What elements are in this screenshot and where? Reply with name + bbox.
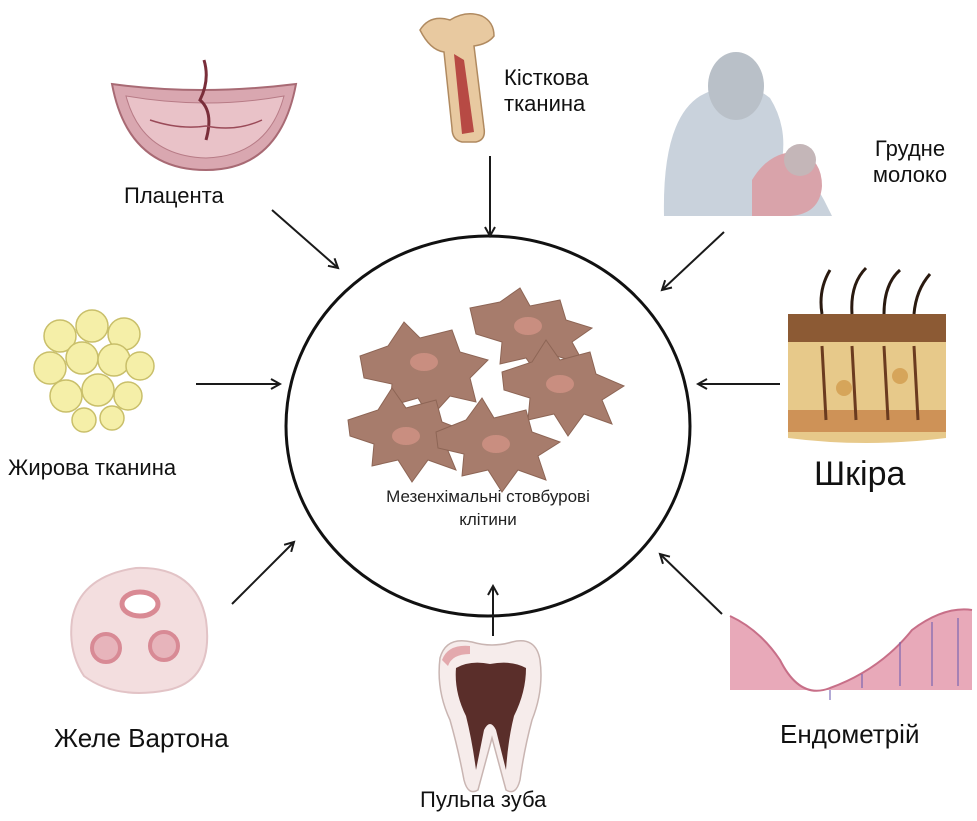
arrow-endometrium — [660, 554, 722, 614]
label-milk-line1: Грудне — [848, 136, 972, 162]
endometrium-icon — [730, 609, 972, 700]
center-label-line1: Мезенхімальні стовбурові — [338, 486, 638, 509]
label-endometrium: Ендометрій — [780, 719, 919, 750]
label-milk-line2: молоко — [848, 162, 972, 188]
arrow-milk — [662, 232, 724, 290]
label-bone-line2: тканина — [504, 91, 589, 117]
fat-cells-icon — [34, 310, 154, 432]
center-label-line2: клітини — [338, 509, 638, 532]
label-dental-pulp: Пульпа зуба — [420, 787, 546, 813]
bone-icon — [420, 14, 494, 142]
placenta-icon — [112, 60, 296, 170]
arrow-wharton — [232, 542, 294, 604]
wharton-jelly-icon — [71, 568, 207, 693]
label-placenta: Плацента — [124, 183, 224, 209]
arrow-placenta — [272, 210, 338, 268]
label-adipose: Жирова тканина — [8, 455, 176, 481]
tooth-icon — [439, 641, 541, 792]
center-label: Мезенхімальні стовбурові клітини — [338, 486, 638, 532]
breastfeeding-icon — [664, 52, 832, 216]
label-wharton-jelly: Желе Вартона — [54, 723, 229, 754]
label-bone-line1: Кісткова — [504, 65, 589, 91]
label-breast-milk: Грудне молоко — [848, 136, 972, 189]
skin-icon — [788, 268, 946, 443]
label-skin: Шкіра — [814, 454, 905, 495]
label-bone: Кісткова тканина — [504, 65, 589, 118]
